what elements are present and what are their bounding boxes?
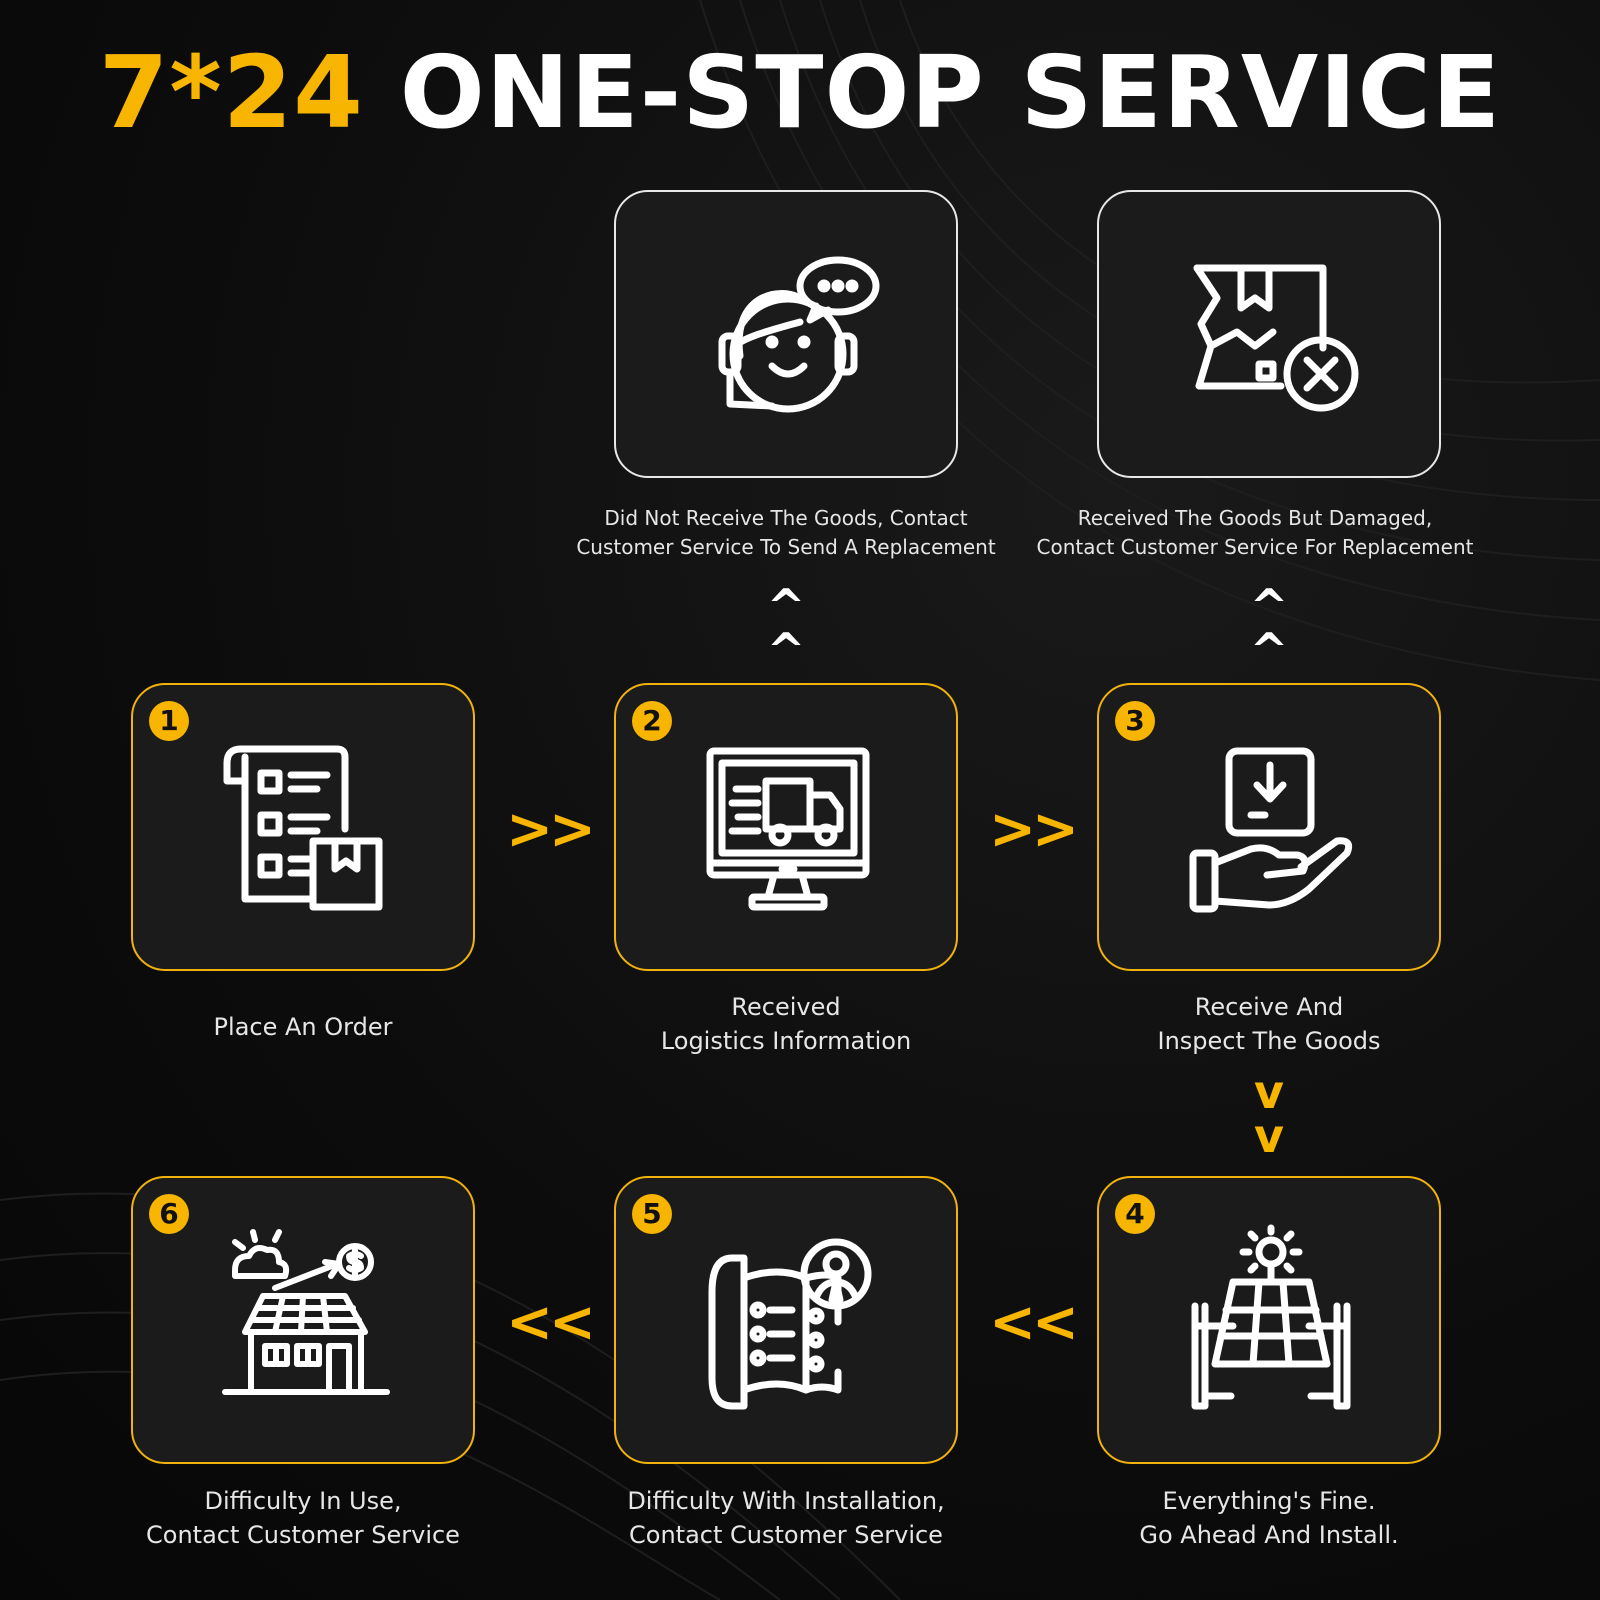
title-main: ONE-STOP SERVICE (399, 34, 1502, 151)
branch-damaged-box (1097, 190, 1441, 478)
order-list-icon (223, 745, 383, 911)
arrow-left-5-to-6: << (506, 1290, 596, 1355)
page-title: 7*24 ONE-STOP SERVICE (0, 38, 1600, 148)
caption-line: Inspect The Goods (1157, 1027, 1381, 1055)
arrow-right-1-to-2: >> (506, 797, 596, 862)
caption-line: Contact Customer Service (629, 1521, 943, 1549)
caption-line: Logistics Information (660, 1027, 912, 1055)
arrow-left-4-to-5: << (989, 1290, 1079, 1355)
caption-line: Go Ahead And Install. (1139, 1521, 1399, 1549)
step-number-badge: 6 (149, 1194, 189, 1234)
step-4-box: 4 (1097, 1176, 1441, 1464)
arrow-up-to-branch-a: ^^ (766, 579, 806, 677)
branch-not-received-box (614, 190, 958, 478)
support-phone-icon (708, 1238, 872, 1410)
step-number-badge: 4 (1115, 1194, 1155, 1234)
step-1-caption: Place An Order (83, 1010, 523, 1044)
caption-line: Everything's Fine. (1162, 1487, 1376, 1515)
caption-line: Received (731, 993, 841, 1021)
customer-service-headset-icon (718, 256, 880, 413)
caption-line: Contact Customer Service For Replacement (1036, 535, 1474, 559)
arrow-right-2-to-3: >> (989, 797, 1079, 862)
step-number-badge: 5 (632, 1194, 672, 1234)
step-2-caption: Received Logistics Information (566, 990, 1006, 1058)
package-in-hand-icon (1189, 747, 1353, 913)
step-6-box: 6 (131, 1176, 475, 1464)
solar-panel-icon (1191, 1224, 1351, 1410)
caption-line: Receive And (1194, 993, 1344, 1021)
step-3-box: 3 (1097, 683, 1441, 971)
step-number-badge: 1 (149, 701, 189, 741)
caption-line: Did Not Receive The Goods, Contact (604, 506, 968, 530)
step-1-box: 1 (131, 683, 475, 971)
branch-not-received-caption: Did Not Receive The Goods, Contact Custo… (556, 504, 1016, 562)
step-2-box: 2 (614, 683, 958, 971)
caption-line: Received The Goods But Damaged, (1077, 506, 1433, 530)
step-5-box: 5 (614, 1176, 958, 1464)
arrow-up-to-branch-b: ^^ (1249, 579, 1289, 677)
caption-line: Difficulty With Installation, (627, 1487, 945, 1515)
step-6-caption: Difficulty In Use, Contact Customer Serv… (83, 1484, 523, 1552)
branch-damaged-caption: Received The Goods But Damaged, Contact … (1025, 504, 1485, 562)
step-4-caption: Everything's Fine. Go Ahead And Install. (1049, 1484, 1489, 1552)
caption-line: Customer Service To Send A Replacement (576, 535, 996, 559)
caption-line: Difficulty In Use, (204, 1487, 402, 1515)
caption-line: Place An Order (213, 1013, 393, 1041)
step-5-caption: Difficulty With Installation, Contact Cu… (566, 1484, 1006, 1552)
step-3-caption: Receive And Inspect The Goods (1049, 990, 1489, 1058)
step-number-badge: 3 (1115, 701, 1155, 741)
step-number-badge: 2 (632, 701, 672, 741)
title-accent: 7*24 (98, 34, 364, 151)
caption-line: Contact Customer Service (146, 1521, 460, 1549)
delivery-truck-monitor-icon (706, 747, 870, 911)
solar-house-icon (222, 1229, 390, 1395)
damaged-package-icon (1193, 264, 1359, 412)
